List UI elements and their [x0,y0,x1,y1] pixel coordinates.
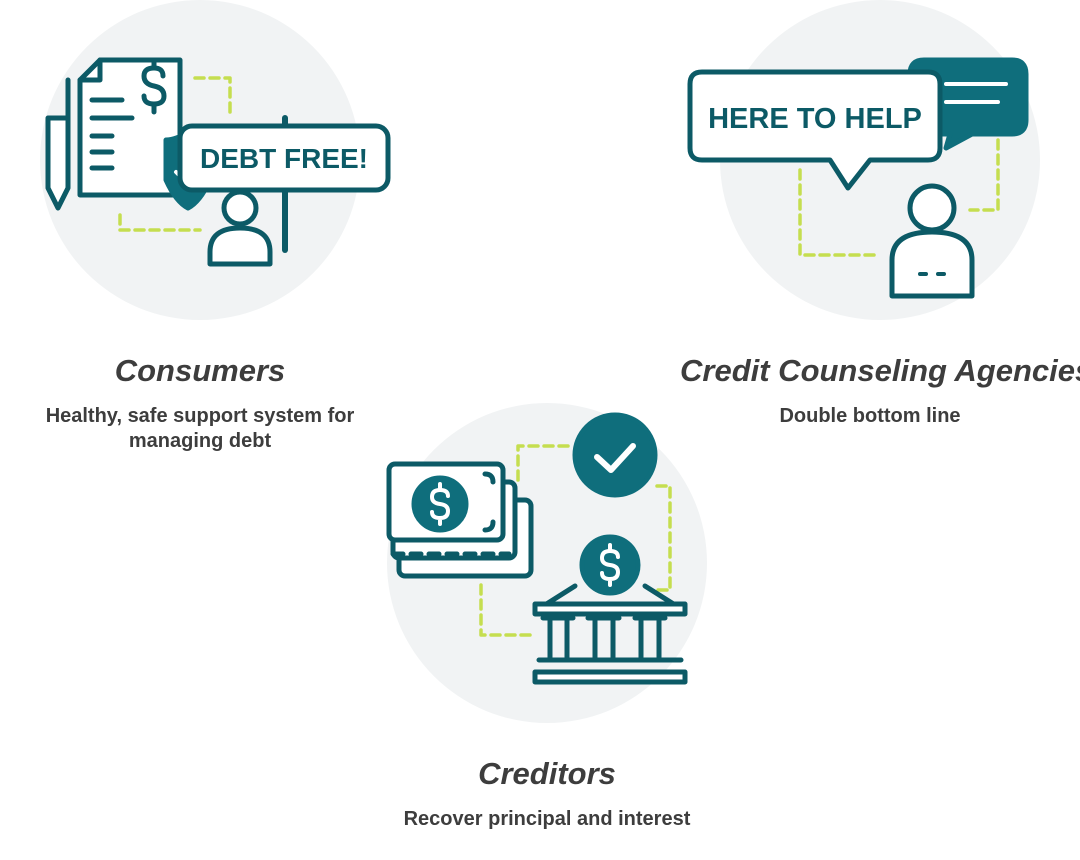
creditors-title: Creditors [478,756,616,791]
bank-icon [532,534,688,685]
pen-icon [45,77,71,211]
check-circle-icon [572,412,658,498]
sign-icon [177,115,391,253]
agencies-subtitle: Double bottom line [779,405,961,427]
creditors-illustration [386,412,688,685]
creditors-subtitle: Recover principal and interest [403,808,691,830]
consumers-illustration: DEBT FREE! [45,57,391,267]
sign-text: DEBT FREE! [200,143,368,174]
agencies-title: Credit Counseling Agencies [680,353,1080,388]
bubble-text: HERE TO HELP [708,103,922,135]
consumers-title: Consumers [114,353,286,388]
document-icon [77,57,183,198]
consumers-subtitle: Healthy, safe support system for managin… [45,405,355,452]
person-icon [889,183,975,299]
money-stack-icon [386,461,534,579]
dollar-icon [141,57,167,115]
person-icon [207,189,273,267]
agencies-illustration: HERE TO HELP [687,57,1029,299]
speech-bubble-icon [687,69,943,191]
